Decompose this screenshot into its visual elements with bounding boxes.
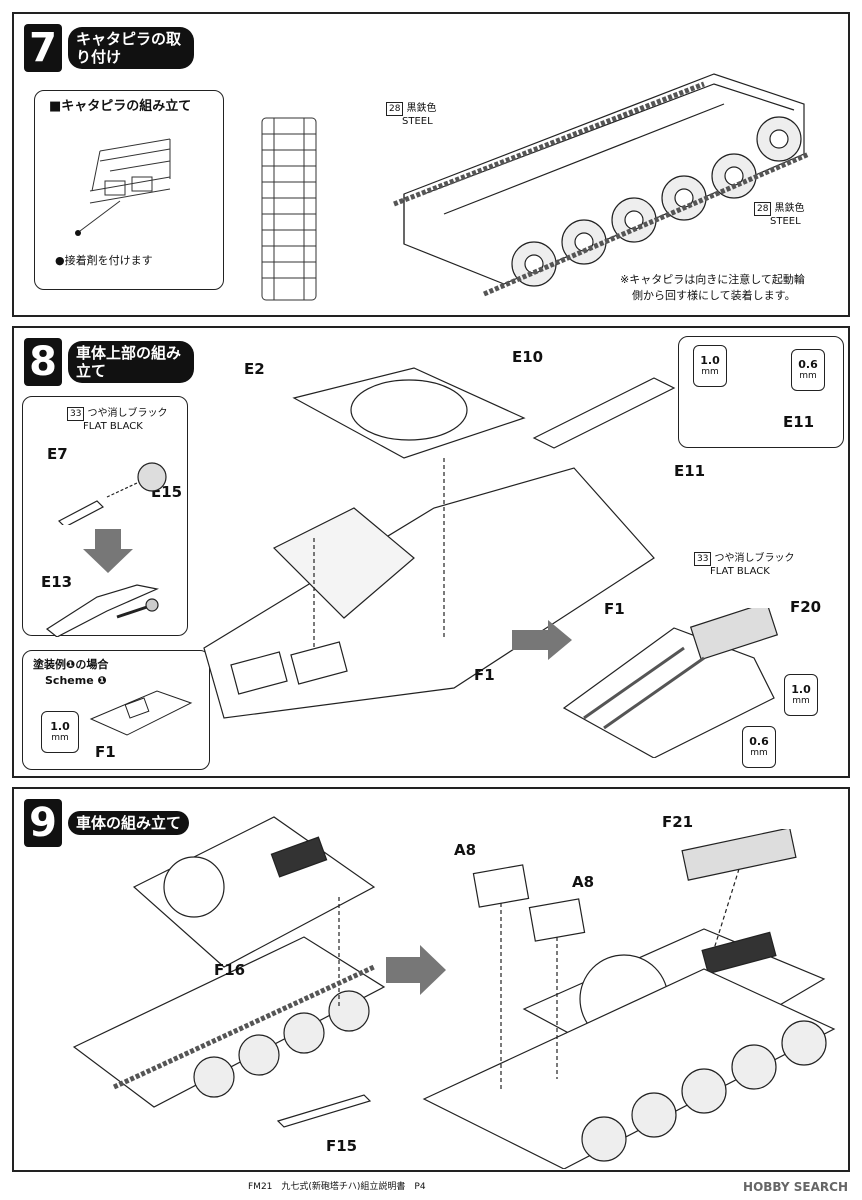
scheme-box: 塗装例❶の場合 Scheme ❶ 1.0 mm F1 (22, 650, 210, 770)
track-assembly-title: ■キャタピラの組み立て (49, 99, 192, 114)
step9-badge: 9 車体の組み立て (24, 799, 190, 847)
step-number: 7 (24, 24, 62, 72)
part-label-f1: F1 (95, 743, 116, 761)
hull-assembly-left-illustration (72, 816, 386, 1108)
step7-badge: 7 キャタピラの取り付け (24, 24, 194, 72)
part-label-e11: E11 (674, 462, 706, 480)
track-strip-illustration (261, 117, 317, 301)
part-label-f20: F20 (790, 598, 822, 616)
paint-en: FLAT BLACK (710, 566, 770, 577)
part-label-f16: F16 (214, 961, 246, 979)
lower-hull-plate-illustration (562, 608, 779, 758)
step-number: 8 (24, 338, 62, 386)
drill-marker-1: 1.0 mm (41, 711, 79, 753)
part-label-f1-right: F1 (604, 600, 625, 618)
note-line-2: 側から回す様にして装着します。 (632, 289, 796, 302)
note-line-1: ※キャタピラは向きに注意して起動輪 (620, 273, 805, 286)
chassis-with-tracks-illustration (393, 73, 810, 297)
drill-marker-3: 0.6 mm (791, 349, 825, 391)
drill-marker-4: 1.0 mm (784, 674, 818, 716)
drill-marker-2: 1.0 mm (693, 345, 727, 387)
track-link-illustration (75, 138, 171, 236)
drill-unit: mm (792, 696, 810, 706)
f15-part-illustration (276, 1094, 372, 1128)
paint-jp: 黒鉄色 (774, 203, 805, 214)
paint-en: STEEL (402, 116, 433, 127)
drill-unit: mm (750, 748, 768, 758)
drill-value: 1.0 (50, 720, 70, 733)
down-arrow-icon (83, 529, 133, 573)
track-direction-note: ※キャタピラは向きに注意して起動輪 側から回す様にして装着します。 (620, 272, 805, 304)
mg-mount-illustration (45, 584, 159, 637)
part-label-e2: E2 (244, 360, 265, 378)
mg-barrel-illustration (57, 462, 167, 525)
part-label-e7: E7 (47, 445, 68, 463)
step8-badge: 8 車体上部の組み立て (24, 338, 194, 386)
right-arrow-icon (386, 945, 446, 995)
step-title: 車体の組み立て (68, 811, 190, 835)
paint-jp: つや消しブラック (714, 553, 795, 564)
drill-marker-5: 0.6 mm (742, 726, 776, 768)
paint-jp: つや消しブラック (87, 408, 168, 419)
paint-jp: 黒鉄色 (406, 103, 437, 114)
drill-value: 0.6 (749, 735, 769, 748)
scheme-en: Scheme ❶ (45, 674, 107, 687)
paint-number: 33 (694, 552, 712, 566)
part-label-a8-2: A8 (572, 873, 595, 891)
paint-en: FLAT BLACK (83, 421, 143, 432)
part-label-e10: E10 (512, 348, 544, 366)
part-label-a8-1: A8 (454, 841, 477, 859)
part-label-f1-center: F1 (474, 666, 495, 684)
drill-value: 1.0 (791, 683, 811, 696)
right-arrow-icon (512, 620, 572, 660)
drill-value: 0.6 (798, 358, 818, 371)
step-number: 9 (24, 799, 62, 847)
scheme-jp: 塗装例❶の場合 (33, 658, 109, 671)
upper-hull-illustration (203, 367, 676, 719)
step-title: キャタピラの取り付け (68, 27, 194, 69)
e11-detail-box: 1.0 mm 0.6 mm E11 (678, 336, 844, 448)
paint-number: 28 (754, 202, 772, 216)
drill-unit: mm (701, 367, 719, 377)
paint-en: STEEL (770, 216, 801, 227)
page-footer: FM21 九七式(新砲塔チハ)組立説明書 P4 (248, 1182, 426, 1192)
watermark: HOBBY SEARCH (743, 1180, 848, 1194)
glue-note: ●接着剤を付けます (55, 254, 153, 267)
paint-number: 33 (67, 407, 85, 421)
step-title: 車体上部の組み立て (68, 341, 194, 383)
part-label-e11-detail: E11 (783, 413, 815, 431)
hull-assembly-right-illustration (422, 829, 836, 1169)
drill-value: 1.0 (700, 354, 720, 367)
drill-unit: mm (51, 733, 69, 743)
drill-unit: mm (799, 371, 817, 381)
part-label-f21: F21 (662, 813, 694, 831)
scheme-plate-illustration (89, 690, 193, 736)
step9-panel: 9 車体の組み立て F16 F15 A8 A8 F21 (12, 787, 850, 1172)
track-assembly-box: ■キャタピラの組み立て ●接着剤を付けます (34, 90, 224, 290)
part-label-e13: E13 (41, 573, 73, 591)
part-label-f15: F15 (326, 1137, 358, 1155)
